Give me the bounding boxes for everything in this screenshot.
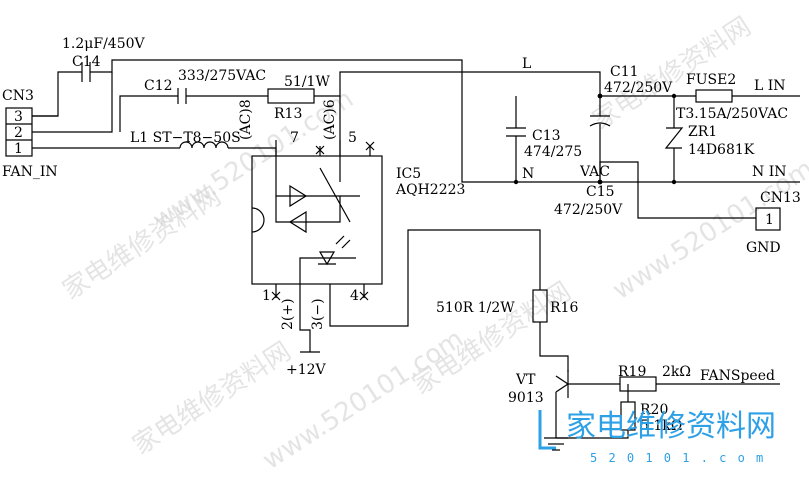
gnd-label: GND	[746, 240, 781, 256]
fanspeed-label: FANSpeed	[700, 368, 775, 384]
cn3-connector: CN3 3 2 1 FAN_IN	[2, 88, 58, 180]
cn3-label: CN3	[2, 88, 34, 104]
n-in-label: N IN	[752, 164, 786, 180]
ic5-part: AQH2223	[395, 182, 465, 198]
r16-value: 510R 1/2W	[436, 300, 515, 316]
c11-label: C11	[610, 64, 639, 80]
ic-pin4-label: 4	[350, 288, 359, 304]
ic5-body	[251, 155, 383, 285]
c14-label: C14	[72, 54, 101, 70]
pin-cross-marks	[271, 141, 375, 301]
junction-dots	[513, 93, 677, 185]
r20-value: 5.1kΩ	[640, 418, 682, 434]
brand-logo-icon	[538, 410, 556, 450]
ic5-label: IC5	[396, 166, 421, 182]
ic5-notch	[251, 207, 265, 233]
v12-label: +12V	[286, 362, 327, 378]
c15-label: C15	[586, 184, 615, 200]
c13-value: 474/275	[524, 144, 582, 160]
c14-value: 1.2μF/450V	[62, 36, 146, 52]
cn3-pin3-label: 3	[14, 109, 23, 125]
r16-label: R16	[550, 300, 578, 316]
l1-label: L1 ST−T8−50S	[130, 130, 241, 146]
ic-pin7-label: 7	[290, 130, 299, 146]
r20-label: R20	[640, 402, 668, 418]
ic-pin3-label: 3(−)	[310, 298, 326, 330]
zr1-label: ZR1	[688, 124, 717, 140]
c12-value: 333/275VAC	[178, 68, 266, 84]
l-in-label: L IN	[754, 78, 786, 94]
component-labels: 1.2μF/450V C14 C12 333/275VAC 51/1W R13 …	[62, 36, 801, 434]
watermark-url: www.520101.com	[257, 324, 469, 476]
n-line-label: N	[522, 166, 534, 182]
fuse-value: T3.15A/250VAC	[676, 106, 788, 122]
r13-value: 51/1W	[284, 74, 330, 90]
vac-label: VAC	[579, 164, 610, 180]
c13-label: C13	[532, 128, 561, 144]
ic-pin5-label: 5	[348, 130, 357, 146]
brand-cn: 家电维修资料网	[566, 409, 776, 444]
c15-value: 472/250V	[554, 202, 623, 218]
cn3-pin1-label: 1	[14, 141, 23, 157]
r13-label: R13	[274, 106, 302, 122]
cn13-label: CN13	[760, 190, 801, 206]
fan-in-label: FAN_IN	[2, 164, 58, 180]
c11-value: 472/250V	[604, 80, 673, 96]
vt-label: VT	[515, 372, 536, 388]
r19-label: R19	[618, 364, 646, 380]
cn13-pin-label: 1	[765, 212, 774, 228]
ic-pin2-label: 2(+)	[280, 298, 296, 330]
ic-pin1-label: 1	[262, 288, 271, 304]
fuse2-label: FUSE2	[686, 72, 736, 88]
l-line-label: L	[522, 56, 531, 72]
r19-value: 2kΩ	[662, 364, 691, 380]
cn13-body	[755, 207, 781, 231]
brand-url: 5 2 0 1 0 1 . c o m	[590, 451, 765, 465]
c12-label: C12	[144, 78, 173, 94]
brand-watermark: 家电维修资料网 5 2 0 1 0 1 . c o m	[538, 409, 776, 465]
vt-part: 9013	[508, 390, 544, 406]
ic-pin6-label: (AC)6	[322, 99, 338, 140]
cn3-pin2-label: 2	[14, 125, 23, 141]
zr1-value: 14D681K	[688, 142, 755, 158]
ic-pin8-label: (AC)8	[238, 99, 254, 140]
